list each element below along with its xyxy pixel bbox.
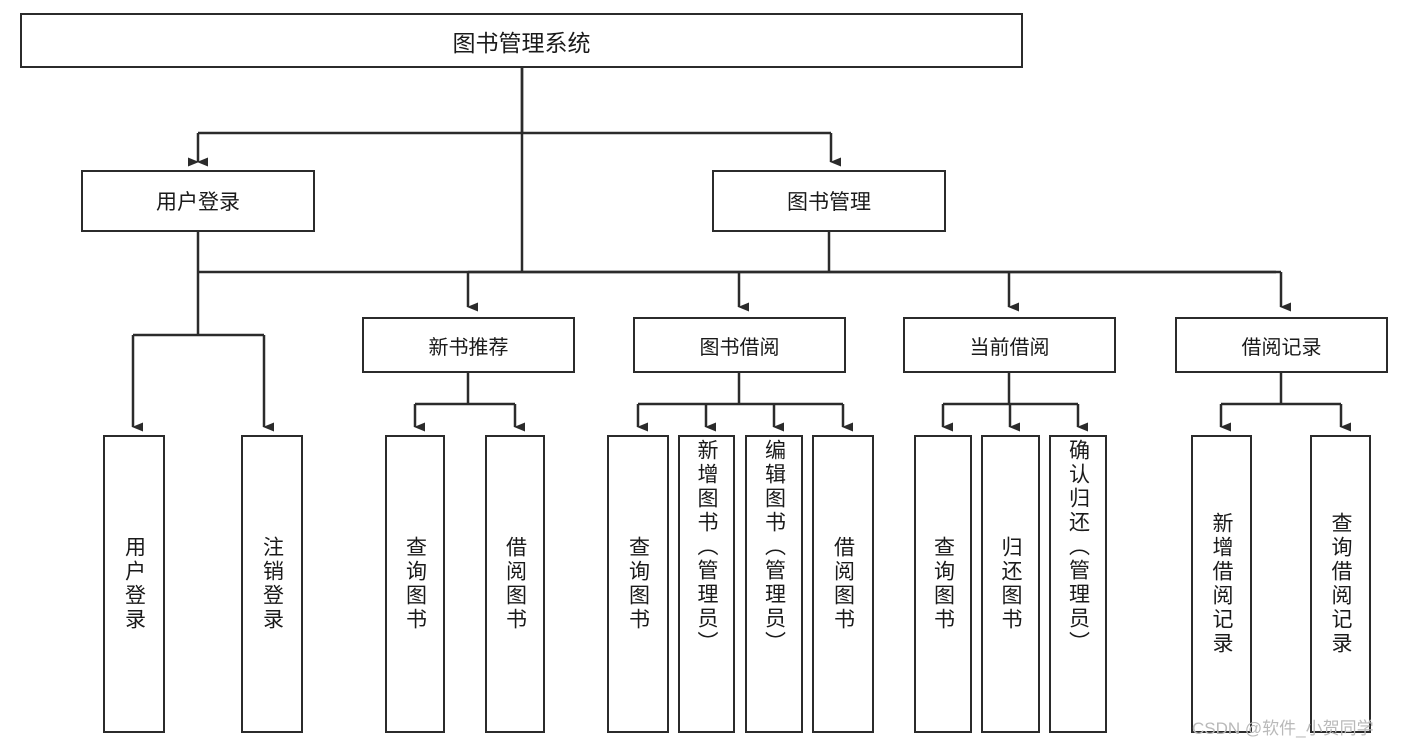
node-label: 查询借阅记录 [1329, 512, 1352, 656]
node-label: 新增图书（管理员） [695, 439, 718, 655]
leaf-current-borrow-confirm[interactable]: 确认归还（管理员） [1049, 435, 1107, 733]
node-label: 编辑图书（管理员） [762, 439, 786, 655]
node-label: 新增借阅记录 [1210, 512, 1233, 656]
node-root-system[interactable]: 图书管理系统 [20, 13, 1023, 68]
leaf-borrow-record-add[interactable]: 新增借阅记录 [1191, 435, 1252, 733]
node-label: 注销登录 [260, 536, 284, 632]
leaf-user-login-logout[interactable]: 注销登录 [241, 435, 303, 733]
leaf-new-book-query[interactable]: 查询图书 [385, 435, 445, 733]
node-label: 归还图书 [999, 536, 1022, 632]
node-label: 查询图书 [403, 536, 427, 632]
node-label: 新书推荐 [428, 336, 509, 359]
node-label: 借阅记录 [1241, 336, 1322, 359]
leaf-book-borrow-borrow[interactable]: 借阅图书 [812, 435, 874, 733]
node-label: 查询图书 [931, 536, 955, 632]
leaf-current-borrow-query[interactable]: 查询图书 [914, 435, 972, 733]
leaf-book-borrow-edit[interactable]: 编辑图书（管理员） [745, 435, 803, 733]
node-label: 查询图书 [626, 536, 650, 632]
node-label: 用户登录 [156, 191, 240, 214]
leaf-book-borrow-add[interactable]: 新增图书（管理员） [678, 435, 735, 733]
leaf-borrow-record-query[interactable]: 查询借阅记录 [1310, 435, 1371, 733]
node-label: 用户登录 [122, 536, 146, 632]
watermark-label: CSDN @软件_小贺同学 [1192, 719, 1374, 738]
node-label: 借阅图书 [831, 536, 855, 632]
leaf-user-login-login[interactable]: 用户登录 [103, 435, 165, 733]
node-label: 图书管理系统 [452, 29, 591, 56]
node-label: 图书管理 [787, 191, 871, 214]
node-user-login[interactable]: 用户登录 [81, 170, 315, 232]
leaf-new-book-borrow[interactable]: 借阅图书 [485, 435, 545, 733]
node-label: 图书借阅 [699, 336, 780, 359]
node-book-management[interactable]: 图书管理 [712, 170, 946, 232]
node-label: 确认归还（管理员） [1066, 439, 1090, 655]
node-book-borrow[interactable]: 图书借阅 [633, 317, 846, 373]
node-borrow-record[interactable]: 借阅记录 [1175, 317, 1388, 373]
node-new-book-recommend[interactable]: 新书推荐 [362, 317, 575, 373]
node-current-borrow[interactable]: 当前借阅 [903, 317, 1116, 373]
node-label: 借阅图书 [503, 536, 527, 632]
leaf-current-borrow-return[interactable]: 归还图书 [981, 435, 1040, 733]
leaf-book-borrow-query[interactable]: 查询图书 [607, 435, 669, 733]
node-label: 当前借阅 [969, 336, 1050, 359]
